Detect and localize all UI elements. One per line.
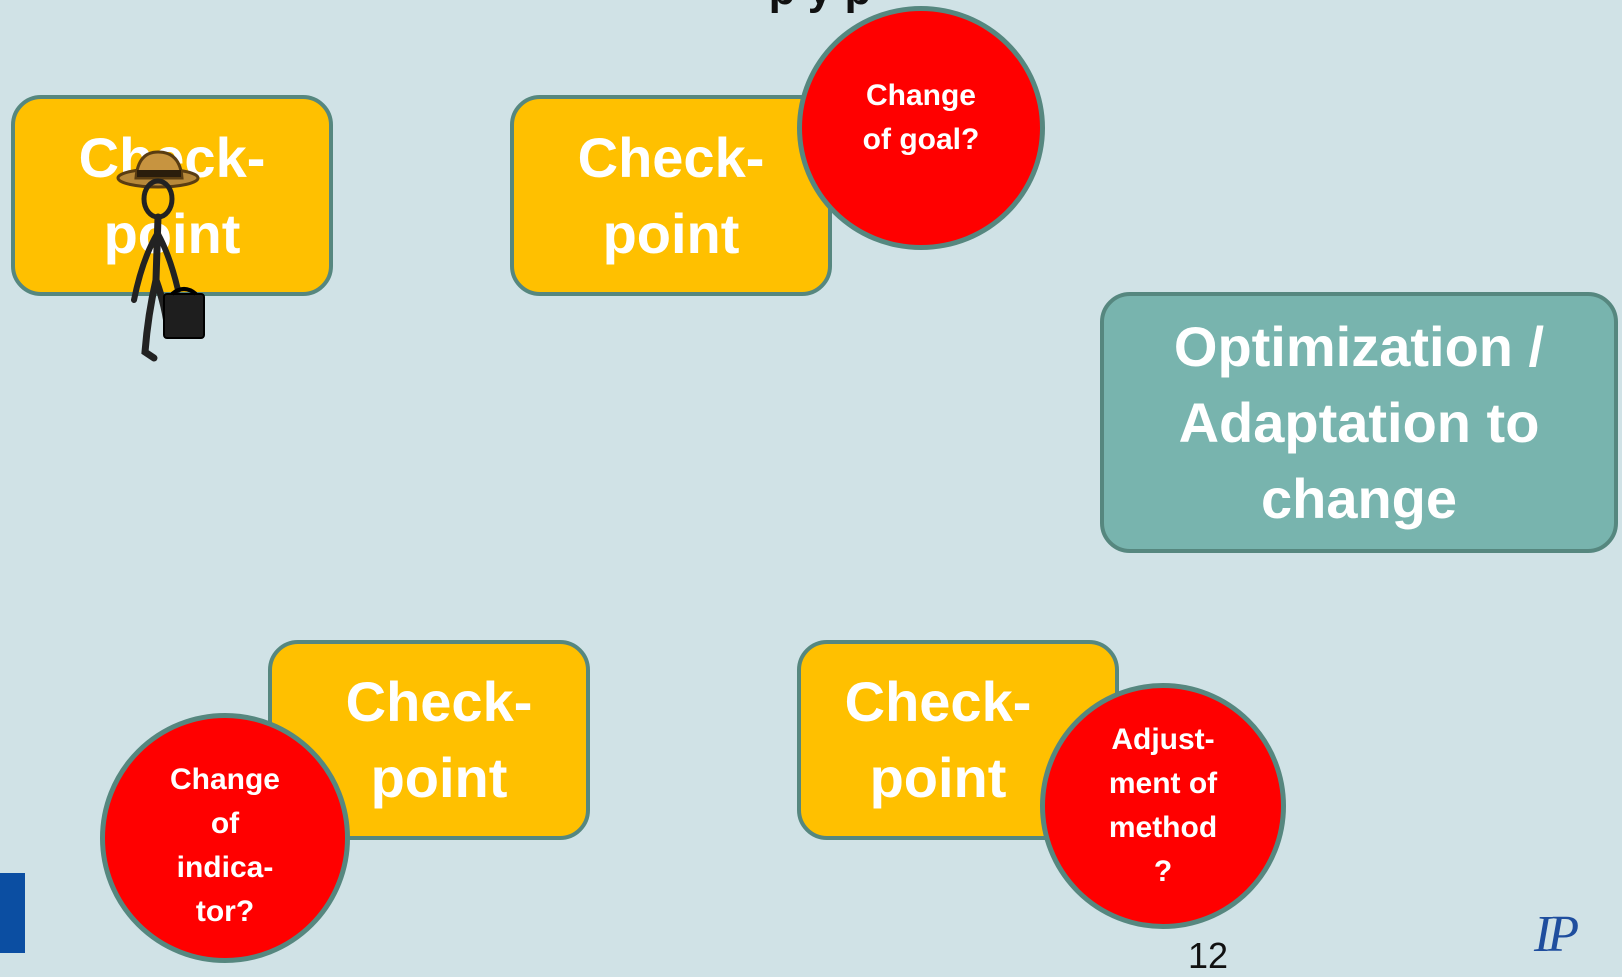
- question-label-goal: Change of goal?: [862, 79, 980, 156]
- optimization-label: Optimization / Adaptation to change: [1173, 314, 1545, 530]
- optimization-box: Optimization / Adaptation to change: [1100, 292, 1618, 553]
- question-circle-method: Adjust- ment of method ?: [1040, 683, 1286, 929]
- walking-businessman-icon: [116, 150, 205, 362]
- question-circle-indicator: Change of indica- tor?: [100, 713, 350, 963]
- question-circle-goal: Change of goal?: [797, 6, 1045, 250]
- question-label-indicator: Change of indica- tor?: [169, 763, 280, 928]
- logo: IP: [1534, 906, 1579, 963]
- checkpoint-label: Check- point: [345, 670, 533, 809]
- checkpoint-box-top-middle: Check- point: [510, 95, 832, 296]
- left-accent-bar: [0, 873, 25, 953]
- checkpoint-box-bottom-left: Check- point: [268, 640, 590, 840]
- checkpoint-label: Check- point: [844, 670, 1032, 809]
- question-label-method: Adjust- ment of method ?: [1108, 723, 1218, 888]
- slide-title-fragment: p y p: [660, 0, 980, 12]
- checkpoint-label: Check- point: [577, 125, 765, 265]
- page-number: 12: [1188, 935, 1229, 976]
